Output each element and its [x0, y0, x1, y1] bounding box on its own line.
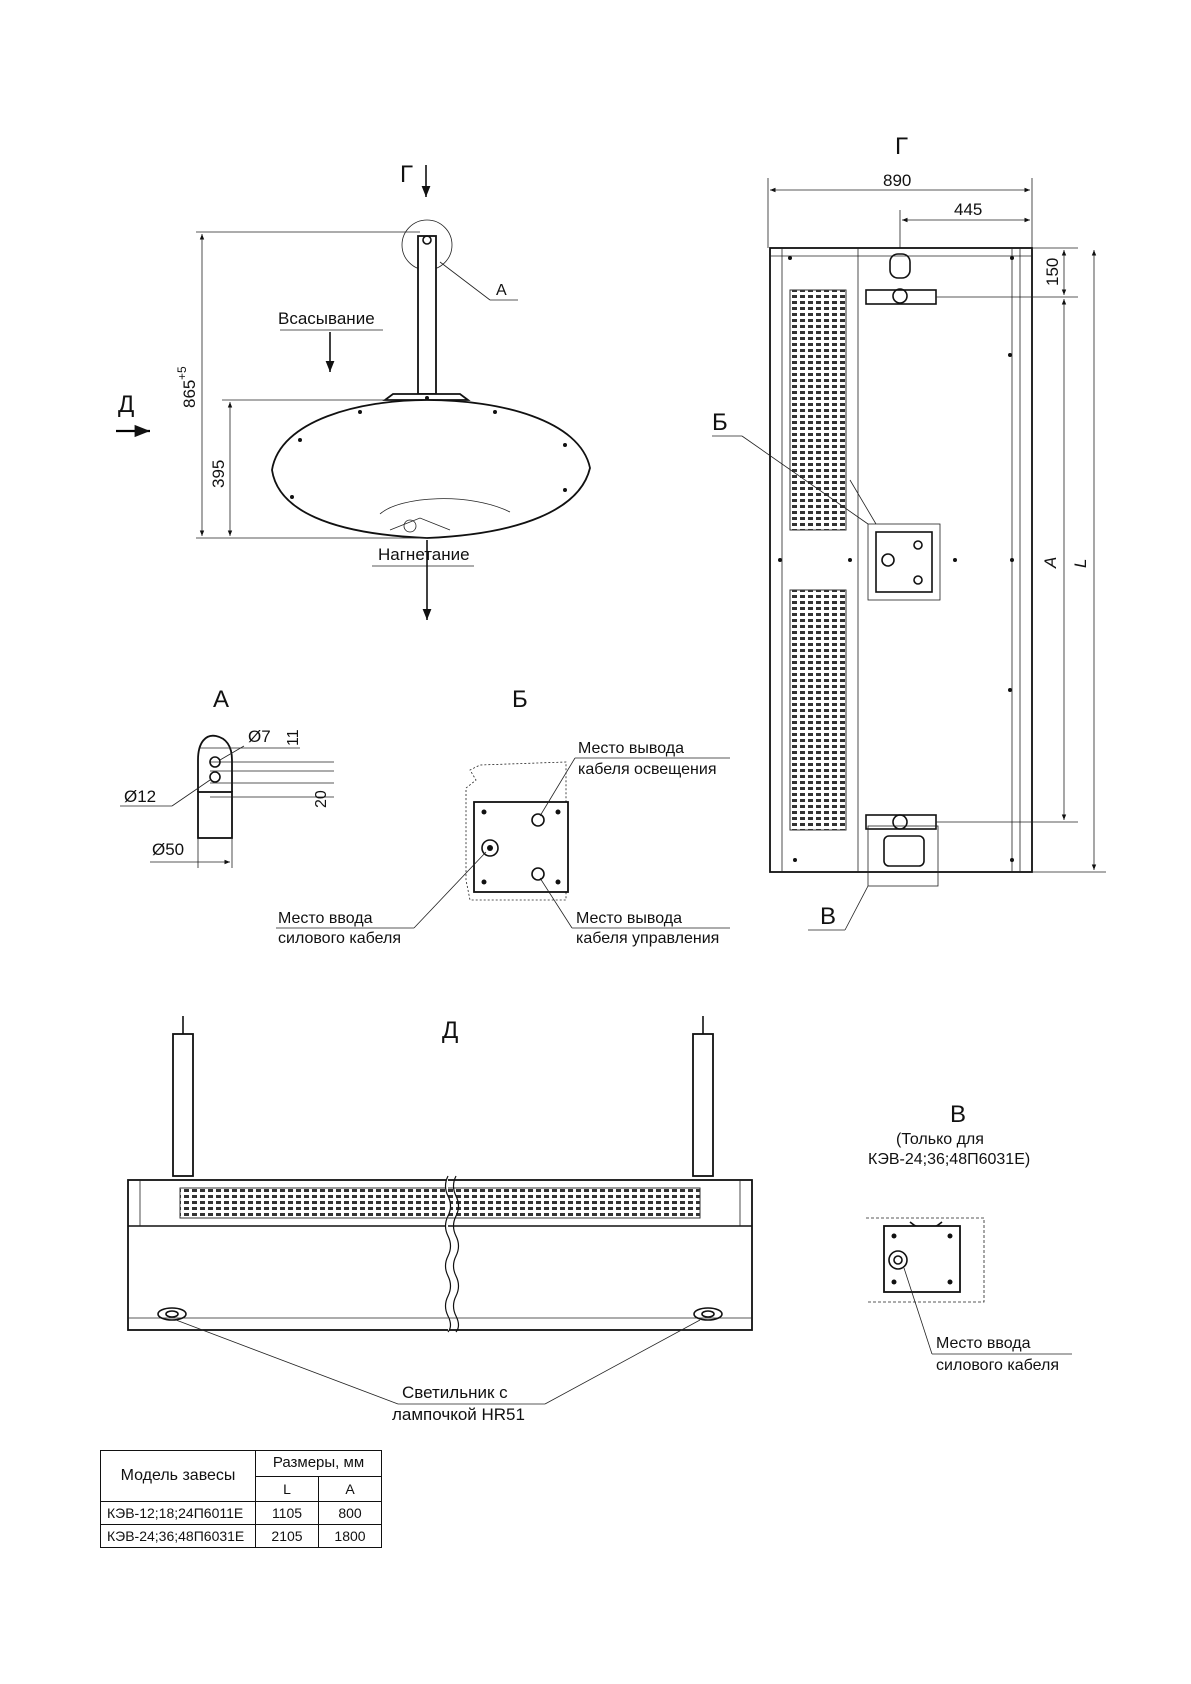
dim-total-height: 865: [180, 380, 199, 408]
table-cell-model: КЭВ-12;18;24П6011Е: [100, 1501, 256, 1525]
callout-b-label: Б: [712, 409, 728, 436]
table-cell-l: 1105: [255, 1501, 319, 1525]
table-dims-header: Размеры, мм: [255, 1450, 382, 1477]
detail-a-dim-11: 11: [285, 729, 302, 746]
detail-b: Б Место вывода кабеля освещения Место вв…: [276, 686, 730, 947]
view-d-marker: Д: [118, 391, 134, 418]
dim-a: A: [1041, 557, 1060, 569]
view-g-marker: Г: [400, 161, 413, 188]
table-col-l: L: [255, 1475, 319, 1502]
hanger-rod: [417, 235, 437, 395]
callout-a-label: А: [496, 282, 507, 299]
table-col-a: A: [318, 1475, 382, 1502]
detail-v: В (Только для КЭВ-24;36;48П6031Е) Место …: [866, 1101, 1072, 1374]
power-in-line1: Место ввода: [278, 910, 373, 927]
spec-table: Модель завесы Размеры, мм L A КЭВ-12;18;…: [100, 1450, 382, 1548]
lamp-right: [693, 1307, 723, 1321]
lamp-left: [157, 1307, 187, 1321]
dim-total-height-tol: +5: [175, 366, 189, 380]
detail-a-d7: Ø7: [248, 727, 271, 746]
lamp-label-line1: Светильник с: [402, 1383, 508, 1402]
detail-v-power-line2: силового кабеля: [936, 1357, 1059, 1374]
lighting-out-line1: Место вывода: [578, 740, 684, 757]
view-d: Д Светильник с лампочкой HR51: [127, 1016, 753, 1424]
lighting-out-line2: кабеля освещения: [578, 761, 716, 778]
air-outlet-grille: [179, 1187, 701, 1219]
detail-b-title: Б: [512, 686, 528, 713]
control-out-line2: кабеля управления: [576, 930, 719, 947]
detail-a-d12: Ø12: [124, 787, 156, 806]
grille-lower: [789, 589, 847, 831]
suction-label: Всасывание: [278, 309, 375, 328]
view-g: Г 890 445: [712, 133, 1106, 931]
dim-l: L: [1071, 559, 1090, 568]
table-model-header: Модель завесы: [100, 1450, 256, 1502]
discharge-label: Нагнетание: [378, 545, 470, 564]
power-in-line2: силового кабеля: [278, 930, 401, 947]
power-entry-gland: [481, 839, 499, 857]
detail-a-title: А: [213, 686, 229, 713]
lamp-label-line2: лампочкой HR51: [392, 1405, 525, 1424]
callout-v-label: В: [820, 903, 836, 930]
table-cell-l: 2105: [255, 1524, 319, 1548]
detail-v-power-line1: Место ввода: [936, 1335, 1031, 1352]
table-cell-a: 800: [318, 1501, 382, 1525]
dim-body-height: 395: [209, 460, 228, 488]
control-out-line1: Место вывода: [576, 910, 682, 927]
detail-a-d50: Ø50: [152, 840, 184, 859]
table-row: КЭВ-12;18;24П6011Е 1105 800: [100, 1501, 382, 1525]
detail-v-note1: (Только для: [896, 1131, 984, 1148]
table-row: КЭВ-24;36;48П6031Е 2105 1800: [100, 1524, 382, 1548]
detail-a: А Ø7 11 20 Ø12 Ø50: [120, 686, 334, 868]
detail-v-plate: [883, 1225, 961, 1293]
detail-a-dim-20: 20: [313, 790, 330, 808]
grille-upper: [789, 289, 847, 531]
table-cell-a: 1800: [318, 1524, 382, 1548]
view-g-title: Г: [895, 133, 908, 160]
table-cell-model: КЭВ-24;36;48П6031Е: [100, 1524, 256, 1548]
dim-half: 445: [954, 200, 982, 219]
view-d-title: Д: [442, 1017, 458, 1044]
dim-150: 150: [1043, 258, 1062, 286]
detail-v-note2: КЭВ-24;36;48П6031Е): [868, 1151, 1030, 1168]
side-view: Г Д А Всасывание Нагнетание: [116, 161, 591, 620]
detail-v-gland: [888, 1250, 908, 1270]
dim-width: 890: [883, 171, 911, 190]
detail-v-title: В: [950, 1101, 966, 1128]
curtain-body-section: [271, 399, 591, 539]
